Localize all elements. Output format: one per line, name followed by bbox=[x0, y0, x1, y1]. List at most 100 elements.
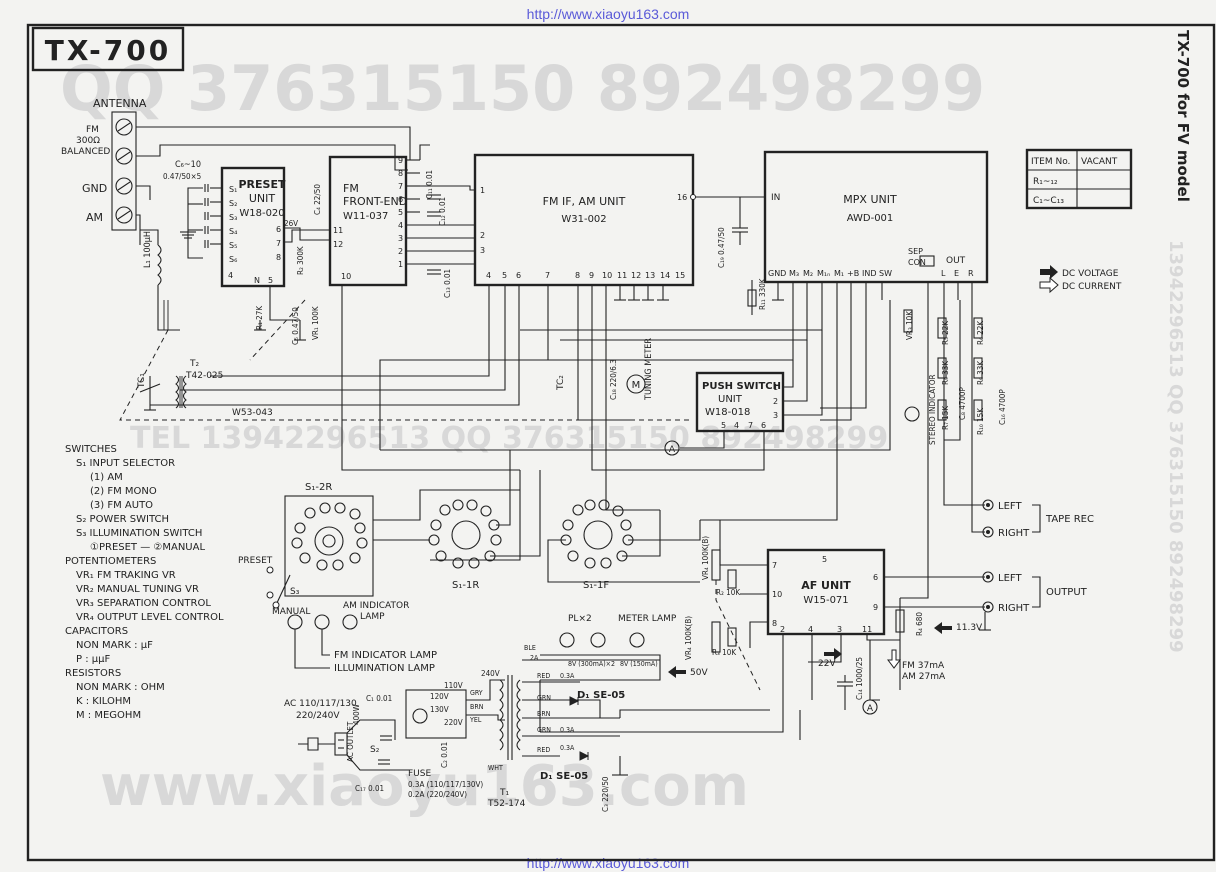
tape-rec-left: LEFT bbox=[998, 501, 1022, 512]
svg-text:C₁~C₁₃: C₁~C₁₃ bbox=[1033, 196, 1064, 206]
side-title: TX-700 for FV model bbox=[1174, 30, 1192, 202]
svg-text:7: 7 bbox=[545, 271, 550, 280]
svg-text:1: 1 bbox=[773, 383, 778, 392]
watermark-side: 13942296513 QQ 376315150 892498299 bbox=[1165, 240, 1186, 653]
output-left: LEFT bbox=[998, 573, 1022, 584]
push-switch-pins: 1 2 3 5 4 7 6 bbox=[721, 383, 778, 430]
preset-unit-sub: UNIT bbox=[249, 192, 276, 205]
r3-label: R₃ 10K bbox=[712, 648, 736, 657]
preset-unit-code: W18-020 bbox=[239, 208, 284, 219]
svg-text:S₁ INPUT SELECTOR: S₁ INPUT SELECTOR bbox=[76, 458, 175, 469]
antenna-screws bbox=[115, 118, 133, 224]
antenna-label: ANTENNA bbox=[93, 97, 147, 110]
svg-text:YEL: YEL bbox=[469, 716, 482, 724]
s3-label: S₃ bbox=[290, 587, 300, 597]
svg-text:S₃: S₃ bbox=[229, 213, 237, 222]
svg-text:7: 7 bbox=[276, 239, 281, 248]
legend-dc-current: DC CURRENT bbox=[1062, 282, 1122, 292]
svg-text:0.3A: 0.3A bbox=[560, 672, 575, 680]
svg-text:11: 11 bbox=[862, 625, 872, 634]
am-indicator-lamp-label: LAMP bbox=[360, 612, 385, 622]
r10-label: R₁₀ 15K bbox=[976, 408, 985, 435]
pl-x2-label: PL×2 bbox=[568, 614, 592, 624]
svg-text:120V: 120V bbox=[430, 692, 449, 701]
svg-text:4: 4 bbox=[808, 625, 813, 634]
ac-outlet-label: AC OUTLET bbox=[346, 721, 355, 762]
s1-1r-switch bbox=[428, 499, 502, 569]
svg-text:3: 3 bbox=[398, 234, 403, 243]
top-url[interactable]: http://www.xiaoyu163.com bbox=[526, 6, 690, 22]
svg-text:WHT: WHT bbox=[488, 764, 503, 772]
stereo-indicator-lamp bbox=[904, 406, 920, 422]
v26-label: 26V bbox=[284, 219, 298, 228]
svg-text:IND: IND bbox=[862, 269, 877, 278]
svg-text:11: 11 bbox=[617, 271, 627, 280]
s2-label: S₂ bbox=[370, 745, 380, 755]
c16-label: C₁₆ 4700P bbox=[998, 389, 1007, 425]
out-label: OUT bbox=[946, 256, 966, 266]
svg-text:S₅: S₅ bbox=[229, 241, 237, 250]
model-title: TX-700 bbox=[45, 34, 171, 67]
tape-rec-right: RIGHT bbox=[998, 528, 1030, 539]
output-right: RIGHT bbox=[998, 603, 1030, 614]
svg-text:N: N bbox=[254, 276, 260, 285]
tuning-meter-m: M bbox=[632, 380, 641, 391]
fm-if-pins-left: 1 2 3 bbox=[480, 186, 485, 255]
c11-label: C₁₁ 0.01 bbox=[425, 170, 434, 199]
diode-d1-upper bbox=[569, 696, 580, 706]
svg-text:0.3A: 0.3A bbox=[560, 726, 575, 734]
svg-text:GRY: GRY bbox=[470, 689, 483, 697]
t1-label: T₁ bbox=[499, 788, 509, 798]
tape-rec-label: TAPE REC bbox=[1045, 514, 1094, 525]
svg-text:1: 1 bbox=[480, 186, 485, 195]
preset-capacitors bbox=[180, 184, 222, 259]
svg-text:VR₄ OUTPUT LEVEL CONTROL: VR₄ OUTPUT LEVEL CONTROL bbox=[76, 612, 224, 623]
vr4a-label: VR₄ 100K(B) bbox=[701, 536, 710, 580]
r2-label: R₂ 300K bbox=[296, 246, 305, 275]
preset-switch-label: PRESET bbox=[238, 556, 273, 566]
svg-text:5: 5 bbox=[822, 555, 827, 564]
v50-label: 50V bbox=[690, 668, 708, 678]
svg-text:ITEM No.: ITEM No. bbox=[1031, 157, 1070, 167]
svg-text:RESISTORS: RESISTORS bbox=[65, 668, 121, 679]
svg-text:130V: 130V bbox=[430, 705, 449, 714]
svg-text:10: 10 bbox=[341, 272, 351, 281]
mpx-pins: GND M₃ M₂ M₁ₙ M₁ +B IND SW L E R bbox=[768, 269, 974, 278]
svg-text:VR₃ SEPARATION CONTROL: VR₃ SEPARATION CONTROL bbox=[76, 598, 211, 609]
svg-text:2: 2 bbox=[773, 397, 778, 406]
fuse-rating-1: 0.3A (110/117/130V) bbox=[408, 780, 483, 789]
c18-label: C₁₈ 220/6.3 bbox=[609, 359, 618, 400]
meter-lamp-label: METER LAMP bbox=[618, 614, 677, 624]
svg-text:7: 7 bbox=[772, 561, 777, 570]
antenna-ohm: 300Ω bbox=[76, 136, 100, 146]
fm-front-end-name: FM bbox=[343, 182, 359, 195]
svg-text:(3) FM AUTO: (3) FM AUTO bbox=[90, 500, 153, 511]
svg-text:+B: +B bbox=[847, 269, 859, 278]
r1-label: R₁ 27K bbox=[255, 306, 264, 330]
mpx-unit-box bbox=[763, 150, 989, 284]
svg-text:POTENTIOMETERS: POTENTIOMETERS bbox=[65, 556, 156, 567]
s1-2r-box bbox=[284, 495, 374, 597]
con-label: CON bbox=[908, 258, 926, 267]
fm-front-end-box bbox=[328, 155, 408, 287]
svg-text:RED: RED bbox=[537, 672, 550, 680]
diode-d1-lower bbox=[579, 751, 590, 761]
c6-val-label: 0.47/50×5 bbox=[163, 172, 201, 181]
vr4b-label: VR₄ 100K(B) bbox=[684, 616, 693, 660]
svg-text:5: 5 bbox=[502, 271, 507, 280]
front-end-pins-left: 11 12 10 bbox=[333, 226, 351, 281]
svg-text:GND: GND bbox=[768, 269, 786, 278]
svg-text:6: 6 bbox=[873, 573, 878, 582]
af-unit-box bbox=[766, 548, 886, 636]
svg-text:15: 15 bbox=[675, 271, 685, 280]
svg-text:110V: 110V bbox=[444, 681, 463, 690]
push-switch-name: PUSH SWITCH bbox=[702, 381, 781, 392]
svg-text:RED: RED bbox=[537, 746, 550, 754]
mpx-unit-name: MPX UNIT bbox=[843, 193, 897, 206]
c3-label: C₃ 220/50 bbox=[601, 776, 610, 812]
r11-label: R₁₁ 330K bbox=[758, 278, 767, 310]
ac-plug bbox=[298, 719, 410, 771]
svg-text:7: 7 bbox=[748, 421, 753, 430]
af-unit-pins: 7 5 6 10 9 8 2 4 3 11 bbox=[772, 555, 878, 634]
model-title-box bbox=[31, 26, 185, 72]
